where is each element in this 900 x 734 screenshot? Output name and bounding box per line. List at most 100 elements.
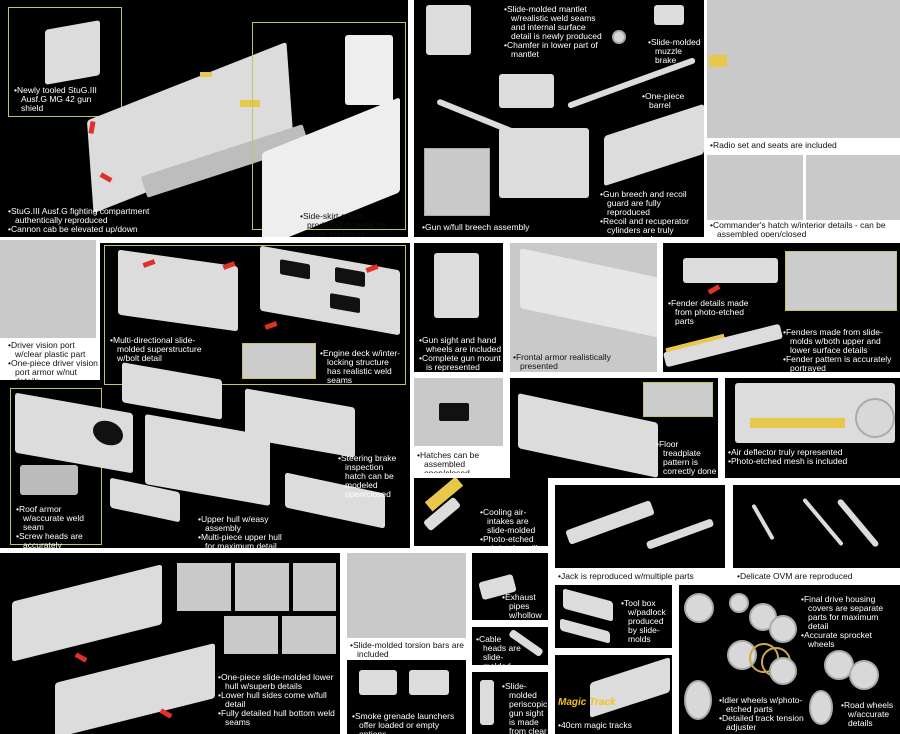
caption-mantlet: Slide-molded mantlet w/realistic weld se… bbox=[504, 5, 604, 59]
muzzle-brake-ring-image bbox=[612, 30, 626, 44]
caption-frontal-armor: Frontal armor realistically presented bbox=[513, 353, 613, 371]
track-links-image bbox=[590, 657, 670, 718]
caption-road-wheels: Road wheels w/accurate details bbox=[841, 701, 900, 728]
jack-part-image bbox=[645, 518, 715, 550]
caption-driver-vision: Driver vision port w/clear plastic partO… bbox=[8, 341, 100, 381]
caption-floor: Floor treadplate pattern is correctly do… bbox=[656, 440, 718, 476]
detail-photo bbox=[282, 616, 336, 654]
photo-etch-highlight bbox=[200, 72, 212, 77]
inset-frame bbox=[785, 251, 897, 311]
road-wheel-pair-image bbox=[809, 690, 833, 725]
side-skirt-image bbox=[345, 35, 393, 105]
panel-toolbox: Tool box w/padlock produced by slide-mol… bbox=[555, 585, 672, 648]
caption-side-skirt: Side-skirt armor produced in metal for s… bbox=[300, 212, 400, 238]
idler-wheel-image bbox=[769, 657, 797, 685]
idler-assembled-image bbox=[684, 680, 712, 720]
magic-track-logo: Magic Track bbox=[558, 697, 616, 708]
caption-lower-hull: One-piece slide-molded lower hull w/supe… bbox=[218, 673, 340, 727]
panel-tracks: Magic Track 40cm magic tracks bbox=[555, 655, 672, 734]
sprocket-image bbox=[855, 398, 895, 438]
caption-roof-armor: Roof armor w/accurate weld seamScrew hea… bbox=[16, 505, 101, 549]
hub-cap-image bbox=[729, 593, 749, 613]
panel-cable: Cable heads are slide-molded bbox=[472, 627, 548, 665]
caption-idler: Idler wheels w/photo-etched partsDetaile… bbox=[719, 696, 804, 732]
panel-tank-overview: Newly tooled StuG.III Ausf.G MG 42 gun s… bbox=[0, 0, 408, 237]
panel-floor: Floor treadplate pattern is correctly do… bbox=[510, 378, 718, 478]
panel-superstructure: Multi-directional slide-molded superstru… bbox=[0, 243, 410, 548]
caption-gun-sight: Gun sight and hand wheels are includedCo… bbox=[419, 336, 503, 372]
inset-frame bbox=[8, 7, 122, 117]
caption-cable: Cable heads are slide-molded bbox=[476, 635, 526, 666]
caption-final-drive: Final drive housing covers are separate … bbox=[801, 595, 900, 649]
caption-gun-breech: Gun w/full breech assembly bbox=[422, 223, 542, 232]
driver-vision-image bbox=[0, 240, 96, 338]
caption-engine-deck: Engine deck w/inter-locking structure ha… bbox=[320, 349, 400, 385]
caption-ovm: Delicate OVM are reproduced bbox=[737, 572, 897, 581]
detail-photo bbox=[177, 563, 231, 611]
crowbar-image bbox=[802, 497, 844, 547]
panel-wheels: Final drive housing covers are separate … bbox=[679, 585, 900, 734]
panel-air-deflector: Air deflector truly representedPhoto-etc… bbox=[725, 378, 900, 478]
road-wheel-image bbox=[849, 660, 879, 690]
caption-steering-brake: Steering brake inspection hatch can be m… bbox=[338, 454, 400, 499]
caption-barrel: One-piece barrel bbox=[642, 92, 704, 110]
roof-inset-image bbox=[20, 465, 78, 495]
torsion-image bbox=[347, 553, 466, 638]
detail-photo bbox=[293, 563, 336, 611]
panel-cooling: Cooling air-intakes are slide-moldedPhot… bbox=[414, 478, 548, 546]
gun-assembly-image bbox=[499, 128, 589, 198]
inset-frame bbox=[104, 245, 406, 385]
caption-hatches: Hatches can be assembled open/closed bbox=[417, 451, 503, 474]
caption-fighting-compartment: StuG.III Ausf.G fighting compartment aut… bbox=[8, 207, 158, 234]
panel-exhaust: Exhaust pipes w/hollow ends bbox=[472, 553, 548, 620]
caption-muzzle-brake: Slide-molded muzzle brake bbox=[648, 38, 704, 65]
radio-image bbox=[707, 0, 900, 138]
panel-hatches: Hatches can be assembled open/closed bbox=[414, 378, 503, 473]
hatch-open-image bbox=[806, 155, 900, 220]
caption-gun-shield: Newly tooled StuG.III Ausf.G MG 42 gun s… bbox=[14, 86, 109, 113]
caption-tracks: 40cm magic tracks bbox=[558, 721, 668, 730]
hatch-closed-image bbox=[707, 155, 803, 220]
caption-jack: Jack is reproduced w/multiple parts bbox=[558, 572, 728, 581]
gun-sight-image bbox=[434, 253, 479, 318]
mesh-highlight bbox=[750, 418, 845, 428]
panel-fenders: Fender details made from photo-etched pa… bbox=[663, 243, 900, 372]
floor-image bbox=[518, 393, 658, 478]
photo-etch-highlight bbox=[709, 55, 727, 67]
caption-cooling: Cooling air-intakes are slide-moldedPhot… bbox=[480, 508, 548, 547]
smoke-launcher-image bbox=[359, 670, 397, 695]
caption-radio: Radio set and seats are included bbox=[710, 141, 900, 150]
caption-toolbox: Tool box w/padlock produced by slide-mol… bbox=[621, 599, 672, 644]
tool-image bbox=[751, 503, 775, 541]
toolbox-lid-image bbox=[560, 618, 610, 644]
sprocket-wheel-image bbox=[769, 615, 797, 643]
jack-image bbox=[565, 500, 655, 545]
panel-interior: Radio set and seats are included Command… bbox=[707, 0, 900, 237]
caption-superstructure: Multi-directional slide-molded superstru… bbox=[110, 336, 220, 363]
detail-photo bbox=[235, 563, 289, 611]
toolbox-image bbox=[563, 588, 613, 622]
fender-image bbox=[683, 258, 778, 283]
hull-top-image bbox=[12, 564, 162, 662]
recoil-guard-image bbox=[604, 103, 704, 187]
panel-driver-vision: Driver vision port w/clear plastic partO… bbox=[0, 240, 100, 380]
panel-periscope: Slide-molded periscopic gun sight is mad… bbox=[472, 672, 548, 734]
shovel-image bbox=[836, 498, 880, 548]
sprocket-wheel-image bbox=[684, 593, 714, 623]
panel-gun: Slide-molded mantlet w/realistic weld se… bbox=[414, 0, 704, 237]
detail-photo bbox=[224, 616, 278, 654]
caption-upper-hull: Upper hull w/easy assemblyMulti-piece up… bbox=[198, 515, 283, 549]
periscope-image bbox=[480, 680, 494, 725]
panel-ovm bbox=[733, 485, 900, 568]
inset-frame bbox=[242, 343, 316, 379]
mantlet-rear-image bbox=[499, 74, 554, 108]
caption-air-deflector: Air deflector truly representedPhoto-etc… bbox=[728, 448, 900, 466]
caption-fenders: Fenders made from slide-molds w/both upp… bbox=[783, 328, 900, 373]
photo-etch-highlight bbox=[240, 100, 260, 107]
frontal-armor-image bbox=[520, 248, 657, 338]
gun-shield-image bbox=[45, 20, 100, 85]
panel-smoke: Smoke grenade launchers offer loaded or … bbox=[347, 660, 466, 734]
panel-frontal-armor: Frontal armor realistically presented bbox=[510, 243, 657, 372]
inset-frame bbox=[643, 382, 713, 417]
panel-jack bbox=[555, 485, 725, 568]
